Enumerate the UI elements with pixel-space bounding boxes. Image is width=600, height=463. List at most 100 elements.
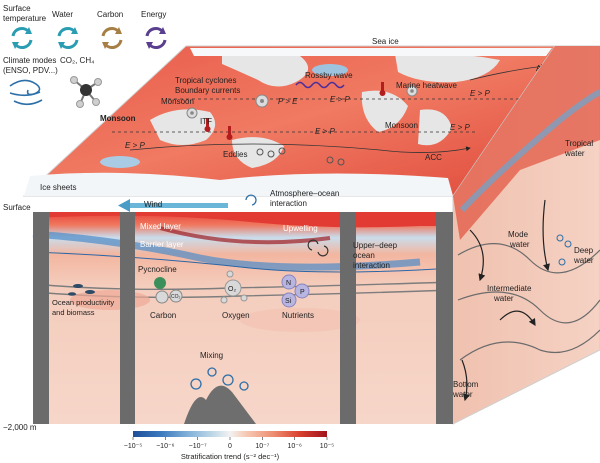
upper-deep-label-2: ocean <box>353 251 375 260</box>
mixing-circles <box>190 367 249 391</box>
legend-energy: Energy <box>141 10 167 49</box>
nutrients-label: Nutrients <box>282 311 314 320</box>
rossby-wave-label: Rossby wave <box>305 71 353 80</box>
bottom-water-label: Bottom <box>453 380 479 389</box>
mixing-label: Mixing <box>200 351 223 360</box>
eddy-icon <box>256 147 286 158</box>
colorbar-tick-label: 10⁻⁶ <box>287 443 301 450</box>
atmosphere-ocean-label-2: interaction <box>270 199 307 208</box>
ice-sheets-label: Ice sheets <box>40 183 76 192</box>
e-gt-p-label: E > P <box>125 141 145 150</box>
cyclone-icon <box>255 94 269 108</box>
e-gt-p-label: E > P <box>315 127 335 136</box>
upwelling-icon <box>307 239 329 257</box>
deep-water-label-2: water <box>573 256 594 265</box>
thermometer-icon <box>204 118 211 132</box>
legend-surface-temperature: Surface temperature <box>3 4 47 49</box>
monsoon-label-2: Monsoon <box>385 121 418 130</box>
climate-modes-label: Climate modes <box>3 56 56 65</box>
e-gt-p-label: E > P <box>470 89 490 98</box>
co2-badge: CO₂ <box>171 294 181 300</box>
mode-water-label: Mode <box>508 230 529 239</box>
mode-water-label-2: water <box>509 240 530 249</box>
cooling-patch <box>100 156 140 168</box>
climate-modes-examples: (ENSO, PDV...) <box>3 66 58 75</box>
continent-shape <box>232 137 284 168</box>
section-divider <box>33 212 49 424</box>
itf-label: ITF <box>200 117 212 126</box>
upper-deep-label: Upper–deep <box>353 241 398 250</box>
si-badge: Si <box>285 298 292 305</box>
oxygen-icons <box>220 270 248 304</box>
e-gt-p-label: E > P <box>450 123 470 132</box>
cooling-patch <box>312 64 348 76</box>
marine-heatwave-label: Marine heatwave <box>396 81 457 90</box>
ice-sheet-band <box>24 172 453 196</box>
pycnocline-label: Pycnocline <box>138 265 177 274</box>
tropical-cyclones-label: Tropical cyclones <box>175 76 237 85</box>
continent-shape <box>361 90 408 132</box>
rossby-wave-line <box>295 81 345 89</box>
legend-label-2: temperature <box>3 14 47 23</box>
oxygen-label: Oxygen <box>222 311 250 320</box>
wind-arrow <box>118 199 228 212</box>
intermediate-water-label: Intermediate <box>487 284 532 293</box>
intermediate-water-label-2: water <box>493 294 514 303</box>
legend-label: Energy <box>141 10 166 19</box>
continent-shape <box>395 52 500 83</box>
p-gt-e-label: P > E <box>278 97 298 106</box>
cyclone-icon <box>186 107 198 119</box>
cycle-arrows-icon <box>101 27 123 49</box>
atmosphere-ocean-label: Atmosphere–ocean <box>270 189 339 198</box>
section-divider <box>120 212 135 424</box>
legend-label: Carbon <box>97 10 123 19</box>
boundary-currents-label: Boundary currents <box>175 86 240 95</box>
legend-water: Water <box>52 10 79 49</box>
sea-ice-label: Sea ice <box>372 37 399 46</box>
acc-label: ACC <box>425 153 442 162</box>
continent-shape <box>150 109 216 145</box>
e-gt-p-label: E > P <box>330 95 350 104</box>
front-face: CO₂ O₂ N P Si Surface −2,000 m Wind Atmo… <box>3 189 454 432</box>
legend-label: Surface <box>3 4 31 13</box>
molecule-icon <box>70 76 102 108</box>
p-badge: P <box>300 289 305 296</box>
tropical-water-label-2: water <box>564 149 585 158</box>
legend: Surface temperature Water Carbon <box>3 4 167 108</box>
bottom-water-label-2: water <box>452 390 473 399</box>
eddy-icon <box>326 156 345 166</box>
colorbar-gradient <box>133 431 327 437</box>
seamount <box>184 385 256 424</box>
upwelling-label: Upwelling <box>283 224 318 233</box>
fish-icon <box>68 284 95 296</box>
o2-badge: O₂ <box>228 286 236 293</box>
wind-label: Wind <box>144 200 162 209</box>
n-badge: N <box>286 280 291 287</box>
productivity-label-2: and biomass <box>52 308 95 317</box>
carbon-icons <box>154 277 183 304</box>
eddies-label: Eddies <box>223 150 247 159</box>
colorbar-tick-label: 10⁻⁵ <box>320 443 334 450</box>
colorbar-tick-label: −10⁻⁵ <box>124 443 143 450</box>
thermometer-icon <box>379 82 386 96</box>
surface-label: Surface <box>3 203 31 212</box>
colorbar-tick-label: 0 <box>228 443 232 450</box>
colorbar-tick-label: 10⁻⁷ <box>255 443 269 450</box>
productivity-label: Ocean productivity <box>52 298 114 307</box>
colorbar-label: Stratification trend (s⁻² dec⁻¹) <box>181 452 280 461</box>
side-face: Tropical water Mode water Deep water Int… <box>452 45 600 425</box>
continent-shape <box>222 50 309 87</box>
depth-label: −2,000 m <box>3 423 37 432</box>
nutrient-icons <box>281 274 310 308</box>
colorbar-tick-label: −10⁻⁷ <box>189 443 208 450</box>
co2-ch4-label: CO₂, CH₄ <box>60 56 94 65</box>
atmosphere-ocean-icon <box>245 194 257 206</box>
legend-carbon: Carbon <box>97 10 123 49</box>
barrier-layer-label: Barrier layer <box>140 240 184 249</box>
wind-swirl-icon <box>9 79 43 106</box>
legend-label: Water <box>52 10 73 19</box>
deep-water-label: Deep <box>574 246 594 255</box>
cyclone-icon <box>406 85 418 97</box>
